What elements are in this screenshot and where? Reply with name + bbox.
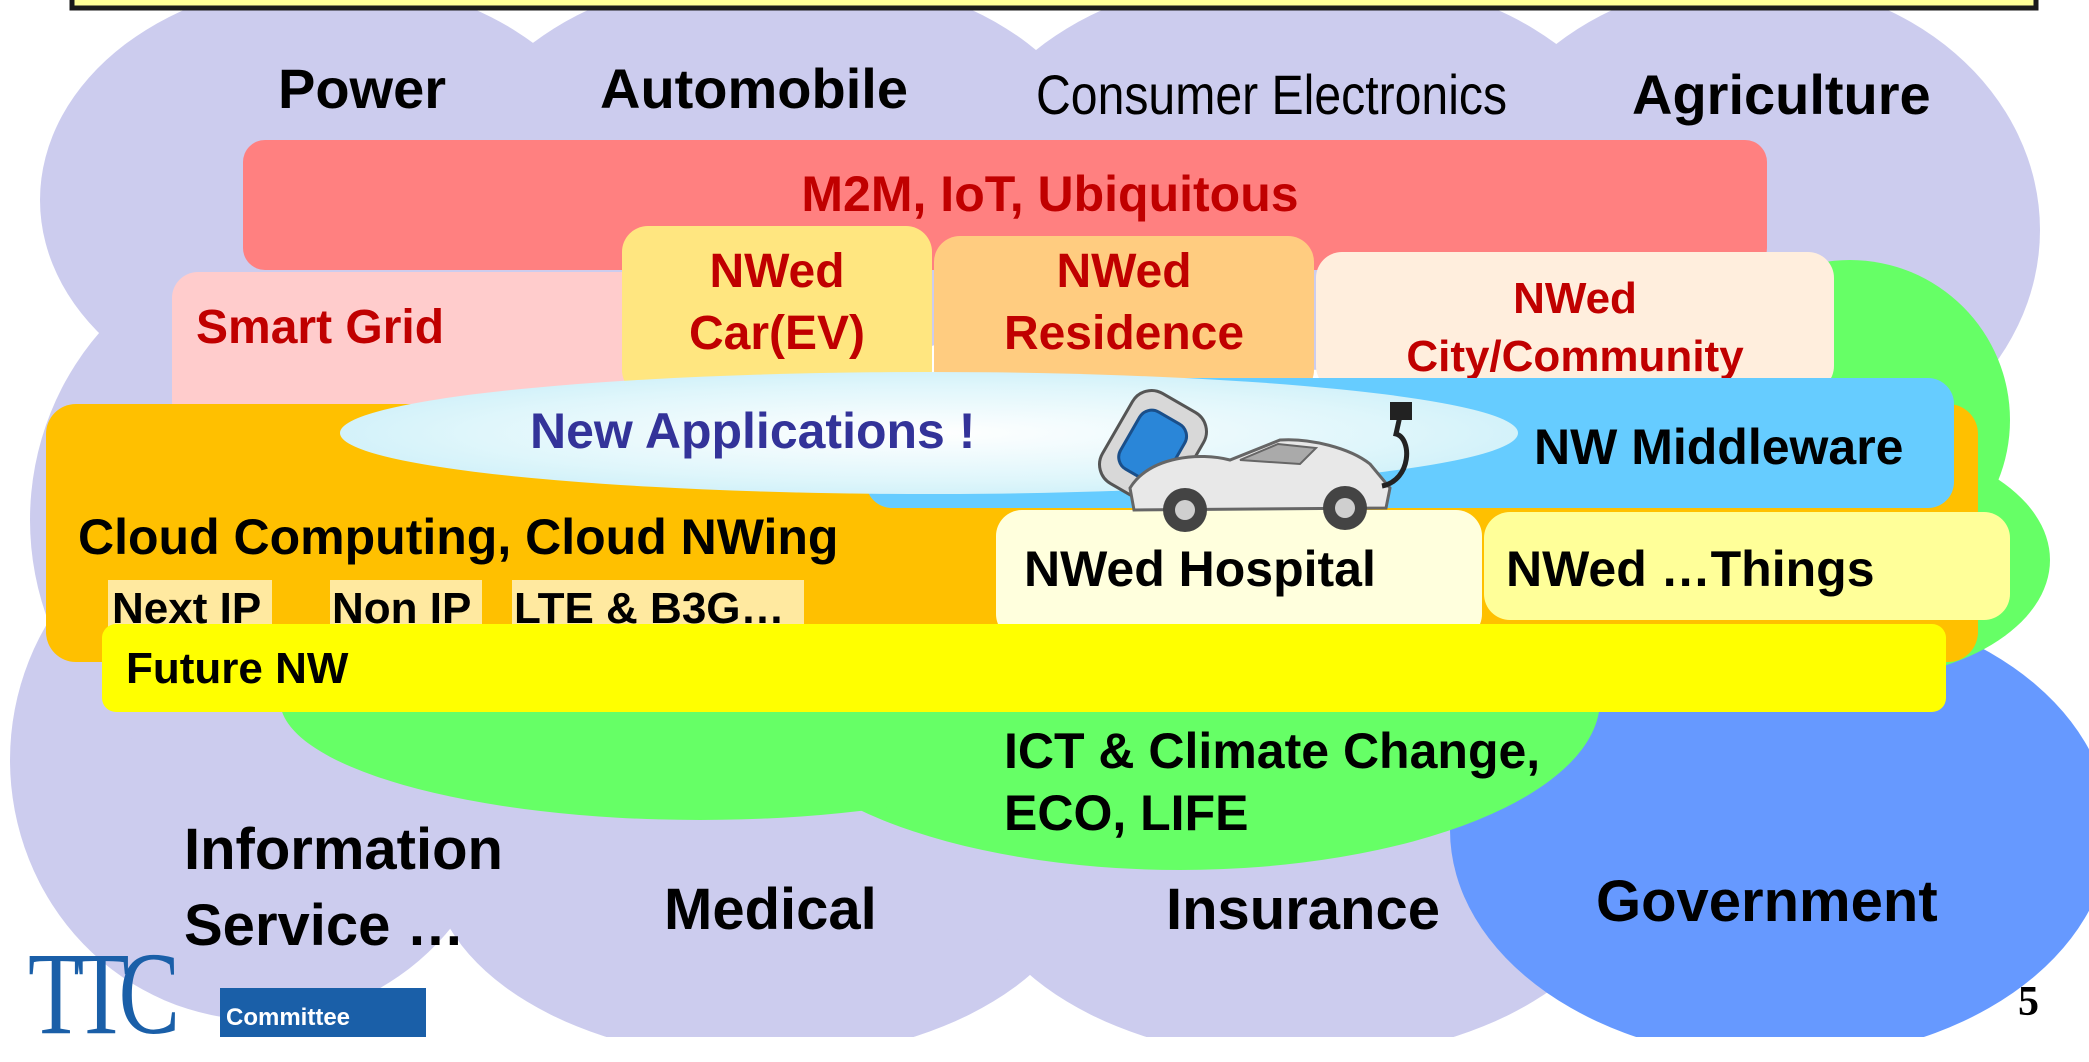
sector-agriculture: Agriculture <box>1632 63 1931 126</box>
sector-insurance: Insurance <box>1166 877 1440 942</box>
nwed-city-label-line2: City/Community <box>1406 332 1744 381</box>
page-number: 5 <box>2018 979 2039 1025</box>
ict-label-line1: ICT & Climate Change, <box>1004 723 1541 779</box>
future-nw-label: Future NW <box>126 644 349 693</box>
nwed-things-box <box>1484 512 2010 620</box>
nwed-residence-label-line1: NWed <box>1056 245 1192 298</box>
ttc-logo: TTC Committee <box>28 928 426 1059</box>
nwed-car-label-line2: Car(EV) <box>688 307 866 360</box>
nwed-city-label-line1: NWed <box>1513 274 1637 323</box>
sector-medical: Medical <box>664 877 877 942</box>
nwed-residence-box <box>934 236 1314 396</box>
smart-grid-label: Smart Grid <box>196 301 445 354</box>
nwed-residence-label-line2: Residence <box>1003 307 1245 360</box>
sector-government: Government <box>1596 869 1938 934</box>
nwed-hospital-label: NWed Hospital <box>1024 541 1376 597</box>
ttc-logo-letters: TTC <box>28 928 180 1059</box>
ev-car-illustration <box>1098 389 1412 532</box>
ttc-logo-word: Committee <box>226 1004 351 1031</box>
sector-power: Power <box>278 57 447 120</box>
ttc-logo-banner <box>220 988 426 1037</box>
title-bar <box>69 0 2039 11</box>
nwed-things-label: NWed …Things <box>1506 541 1875 597</box>
sector-information-line1: Information <box>184 817 503 882</box>
sector-consumer-electronics: Consumer Electronics <box>1036 63 1508 126</box>
nwed-city-box <box>1316 252 1834 392</box>
cloud-computing-label: Cloud Computing, Cloud NWing <box>78 509 839 565</box>
nwed-car-box <box>622 226 932 396</box>
m2m-label: M2M, IoT, Ubiquitous <box>801 166 1299 222</box>
ict-label-line2: ECO, LIFE <box>1004 785 1249 841</box>
nw-middleware-label: NW Middleware <box>1534 419 1904 475</box>
plug-icon <box>1381 402 1412 489</box>
nwed-car-label-line1: NWed <box>709 245 845 298</box>
nwed-hospital-box <box>996 510 1482 640</box>
car-icon <box>1128 438 1392 532</box>
sector-automobile: Automobile <box>600 57 908 120</box>
future-nw-bar <box>102 624 1946 712</box>
sector-information-line2: Service … <box>184 893 465 958</box>
new-applications-label: New Applications ! <box>530 403 976 459</box>
